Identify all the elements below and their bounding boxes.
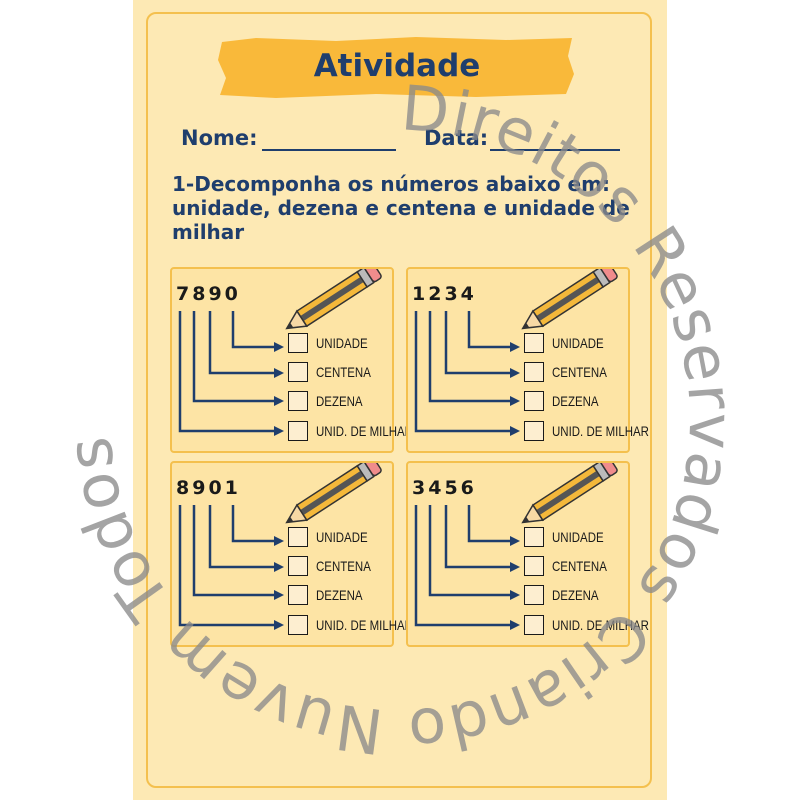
option-label: CENTENA: [316, 558, 371, 574]
option-label: UNID. DE MILHAR: [552, 423, 649, 439]
answer-checkbox[interactable]: [288, 585, 308, 605]
option-label: DEZENA: [552, 587, 599, 603]
pencil-icon: [285, 463, 382, 524]
question-text: 1-Decomponha os números abaixo em: unida…: [172, 172, 630, 244]
bracket-arrows: [414, 463, 618, 630]
card-number: 8901: [176, 477, 241, 499]
option-label: DEZENA: [552, 393, 599, 409]
answer-checkbox[interactable]: [288, 556, 308, 576]
option-label: CENTENA: [552, 364, 607, 380]
option-label: UNIDADE: [552, 335, 604, 351]
exercise-card-2: 1234 UNIDADE CENTENA DEZENA UNID. DE MIL…: [406, 267, 649, 453]
exercise-card-3: 8901 UNIDADE CENTENA DEZENA UNID. DE MIL…: [170, 461, 413, 647]
card-number: 3456: [412, 477, 477, 499]
answer-checkbox[interactable]: [288, 391, 308, 411]
title-banner: [216, 34, 578, 100]
answer-checkbox[interactable]: [524, 615, 544, 635]
option-label: UNIDADE: [316, 529, 368, 545]
option-label: CENTENA: [316, 364, 371, 380]
option-label: UNIDADE: [316, 335, 368, 351]
exercise-card-4: 3456 UNIDADE CENTENA DEZENA UNID. DE MIL…: [406, 461, 649, 647]
exercise-card-1: 7890 UNIDADE CENTENA DEZENA UNID. DE MIL…: [170, 267, 413, 453]
option-label: UNID. DE MILHAR: [316, 423, 413, 439]
pencil-icon: [285, 269, 382, 330]
answer-checkbox[interactable]: [288, 421, 308, 441]
answer-checkbox[interactable]: [288, 333, 308, 353]
bracket-arrows: [414, 269, 618, 436]
date-field[interactable]: [490, 149, 620, 151]
card-number: 7890: [176, 283, 241, 305]
option-label: DEZENA: [316, 587, 363, 603]
answer-checkbox[interactable]: [288, 527, 308, 547]
option-label: UNID. DE MILHAR: [316, 617, 413, 633]
answer-checkbox[interactable]: [288, 615, 308, 635]
answer-checkbox[interactable]: [524, 527, 544, 547]
option-label: UNIDADE: [552, 529, 604, 545]
option-label: CENTENA: [552, 558, 607, 574]
answer-checkbox[interactable]: [524, 333, 544, 353]
answer-checkbox[interactable]: [524, 556, 544, 576]
answer-checkbox[interactable]: [524, 391, 544, 411]
page-border: [146, 12, 652, 788]
answer-checkbox[interactable]: [524, 362, 544, 382]
bracket-arrows: [178, 463, 382, 630]
name-label: Nome:: [181, 126, 258, 150]
answer-checkbox[interactable]: [524, 421, 544, 441]
page-title: Atividade: [313, 48, 481, 84]
answer-checkbox[interactable]: [524, 585, 544, 605]
card-number: 1234: [412, 283, 477, 305]
name-field[interactable]: [262, 149, 396, 151]
option-label: UNID. DE MILHAR: [552, 617, 649, 633]
pencil-icon: [521, 269, 618, 330]
pencil-icon: [521, 463, 618, 524]
option-label: DEZENA: [316, 393, 363, 409]
date-label: Data:: [424, 126, 489, 150]
bracket-arrows: [178, 269, 382, 436]
answer-checkbox[interactable]: [288, 362, 308, 382]
